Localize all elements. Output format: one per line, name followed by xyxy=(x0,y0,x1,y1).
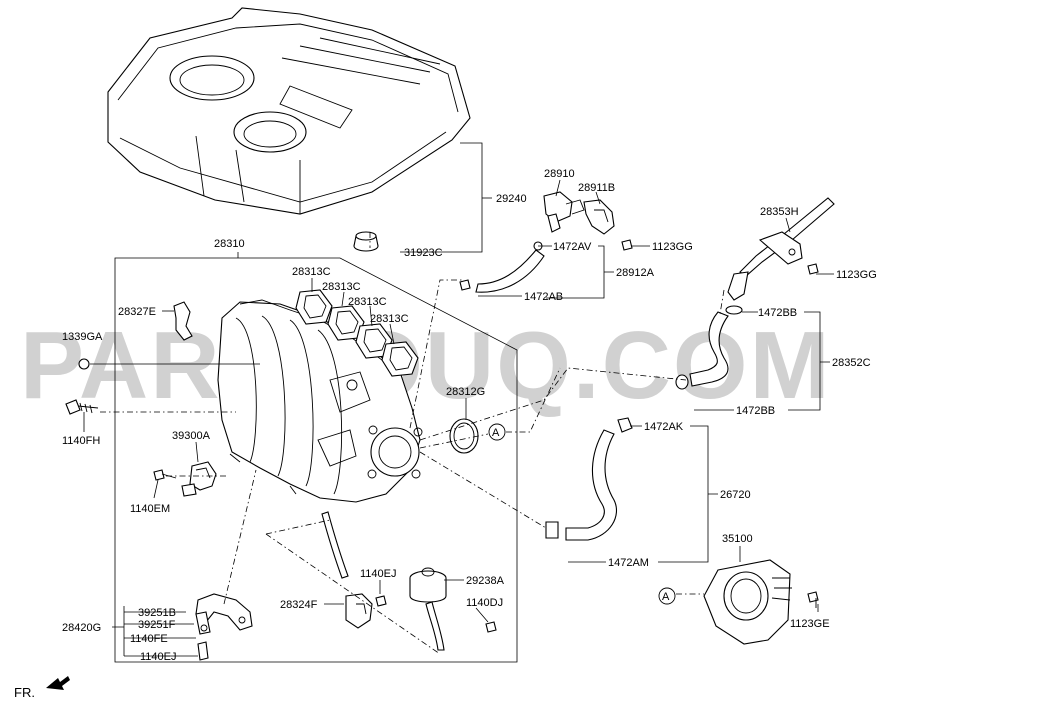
label-gasket-4: 28313C xyxy=(370,313,409,325)
label-purge-hose: 28324F xyxy=(280,599,318,611)
label-coolant-hose: 26720 xyxy=(720,489,751,501)
throttle-gasket-ring-drawing xyxy=(449,418,479,454)
label-bracket-39251b: 39251B xyxy=(138,607,176,619)
label-gasket-2: 28313C xyxy=(322,281,361,293)
label-vacuum-actuator: 29238A xyxy=(466,575,505,587)
cover-grommet-drawing xyxy=(353,231,379,252)
label-bolt-1140fh: 1140FH xyxy=(62,435,100,447)
label-gasket-1: 28313C xyxy=(292,266,331,278)
part-labels: 29240 31923C 28310 28313C 28313C 28313C … xyxy=(62,168,877,663)
label-clamp-1472ak: 1472AK xyxy=(644,421,684,433)
label-bolt-1140dj: 1140DJ xyxy=(466,597,503,609)
label-bolt-1140ej-mid: 1140EJ xyxy=(360,568,397,580)
label-breather-hose: 28912A xyxy=(616,267,655,279)
label-cover-grommet: 31923C xyxy=(404,247,443,259)
label-bolt-1123gg-2: 1123GG xyxy=(836,269,877,281)
front-arrow-icon xyxy=(46,676,70,690)
label-bolt-1140em: 1140EM xyxy=(130,503,170,515)
label-pcv-valve: 28910 xyxy=(544,168,575,180)
label-breather-pipe: 28353H xyxy=(760,206,799,218)
label-bolt-1140fe: 1140FE xyxy=(130,633,168,645)
label-bolt-1339ga: 1339GA xyxy=(62,331,103,343)
throttle-body-drawing xyxy=(703,559,819,645)
label-stay-bracket: 28420G xyxy=(62,622,101,634)
front-orientation-marker: FR. xyxy=(14,676,70,700)
label-pcv-fitting: 28327E xyxy=(118,306,156,318)
engine-cover-drawing xyxy=(107,7,471,215)
label-pcv-bracket: 28911B xyxy=(578,182,615,194)
label-gasket-3: 28313C xyxy=(348,296,387,308)
leader-lines xyxy=(83,142,834,663)
label-bolt-1123ge: 1123GE xyxy=(790,618,830,630)
watermark: PARTSOUQ.COM xyxy=(20,312,832,419)
pcv-valve-drawing xyxy=(543,191,633,251)
front-label: FR. xyxy=(14,685,35,700)
label-map-sensor: 39300A xyxy=(172,430,211,442)
purge-valve-drawing xyxy=(321,511,497,633)
breather-pipe-drawing xyxy=(727,197,835,301)
label-clamp-1472am: 1472AM xyxy=(608,557,649,569)
label-clamp-1472av: 1472AV xyxy=(553,241,592,253)
callout-a-manifold: A xyxy=(492,427,500,439)
callout-a-throttle: A xyxy=(662,591,670,603)
label-bolt-1123gg-1: 1123GG xyxy=(652,241,693,253)
label-throttle-body: 35100 xyxy=(722,533,753,545)
label-clamp-1472bb-bottom: 1472BB xyxy=(736,405,775,417)
stay-bracket-drawing xyxy=(195,593,253,661)
label-throttle-gasket: 28312G xyxy=(446,386,485,398)
bolts-left-drawing xyxy=(65,358,177,481)
label-pcv-hose: 28352C xyxy=(832,357,871,369)
map-sensor-drawing xyxy=(181,461,217,497)
label-clamp-1472ab: 1472AB xyxy=(524,291,563,303)
breather-hose-drawing xyxy=(459,241,545,293)
label-bolt-1140ej-low: 1140EJ xyxy=(140,651,177,663)
label-intake-manifold: 28310 xyxy=(214,238,245,250)
callout-markers: A A xyxy=(488,423,676,605)
vacuum-actuator-drawing xyxy=(409,567,447,651)
coolant-hose-drawing xyxy=(545,417,633,541)
dash-lines xyxy=(100,232,725,655)
pcv-hose-drawing xyxy=(675,305,743,390)
label-bracket-39251f: 39251F xyxy=(138,619,176,631)
manifold-gaskets-drawing xyxy=(295,289,419,377)
label-clamp-1472bb-top: 1472BB xyxy=(758,307,797,319)
pcv-fitting-drawing xyxy=(173,301,193,341)
label-engine-cover: 29240 xyxy=(496,193,527,205)
